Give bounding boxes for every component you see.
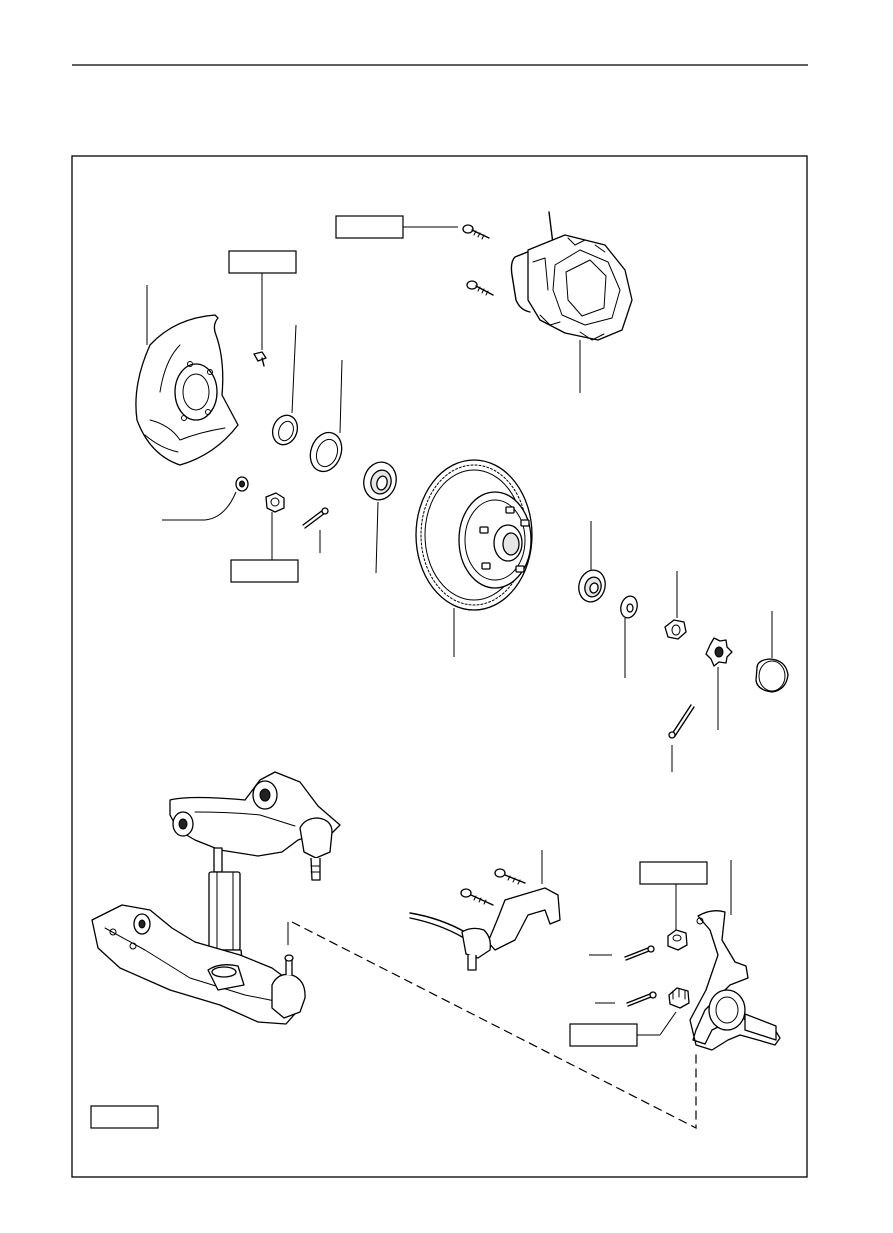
label-box-adjusting-nut: [230, 512, 299, 583]
cotter-pin-upper: [589, 945, 655, 961]
dust-cover-bolt: [253, 351, 267, 367]
castle-nut-upper: [667, 929, 688, 951]
steering-knuckle: [689, 860, 781, 1051]
adjusting-nut: [664, 571, 687, 640]
brake-caliper: [510, 211, 633, 393]
knuckle-arm-bolt-upper: [494, 868, 526, 885]
inner-bearing: [363, 461, 397, 574]
cotter-pin-hub: [668, 704, 695, 772]
grease-cap: [755, 611, 789, 693]
caliper-bolt-lower: [466, 280, 494, 296]
lower-suspension-arm: [91, 904, 306, 1025]
inner-bearing-race: [309, 359, 343, 473]
thrust-washer: [620, 595, 638, 678]
adjusting-nut-hex: [265, 492, 285, 513]
small-washer: [162, 476, 249, 521]
label-box-dust-cover-bolt: [228, 250, 297, 350]
outer-bearing-race: [578, 521, 606, 603]
label-box-ball-joint-nut: [569, 1011, 677, 1047]
inner-oil-seal: [271, 324, 299, 446]
label-box-caliper-bolt: [335, 215, 458, 239]
castle-nut-lower: [668, 987, 690, 1009]
steering-knuckle-arm: [409, 850, 561, 971]
lock-cap: [705, 637, 733, 730]
dust-cover: [135, 285, 239, 466]
label-box-knuckle-nut: [639, 861, 708, 930]
diagram-frame: [71, 155, 808, 1178]
disc-rotor-hub: [415, 459, 533, 657]
knuckle-arm-bolt-lower: [460, 888, 494, 906]
upper-suspension-arm: [169, 771, 341, 881]
assembly-dash-line: [291, 921, 697, 1129]
cotter-pin-small: [302, 507, 329, 553]
cotter-pin-lower: [595, 991, 657, 1007]
caliper-bolt-upper: [462, 224, 490, 240]
legend-box: [90, 1105, 159, 1129]
